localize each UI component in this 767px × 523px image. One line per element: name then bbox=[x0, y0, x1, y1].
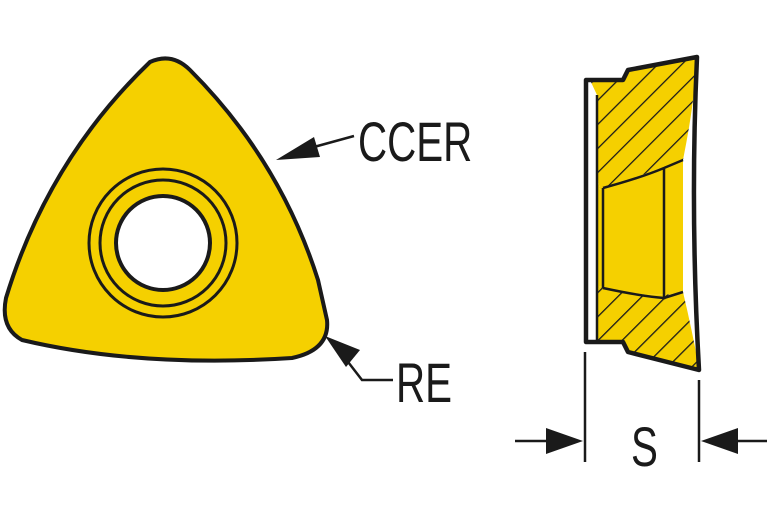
ccer-label: CCER bbox=[358, 112, 472, 174]
insert-top-view bbox=[2, 56, 330, 363]
insert-hole-inner-ring bbox=[98, 178, 228, 308]
insert-side-view bbox=[583, 54, 702, 373]
re-arrowhead bbox=[325, 336, 360, 367]
insert-hole bbox=[114, 194, 212, 292]
ccer-arrowhead bbox=[276, 137, 320, 160]
re-leader bbox=[325, 336, 393, 382]
dimension-s bbox=[515, 352, 767, 462]
re-label: RE bbox=[396, 353, 452, 415]
section-inner-lines bbox=[595, 95, 684, 342]
s-label: S bbox=[631, 417, 658, 479]
dimension-arrow-left bbox=[546, 428, 583, 454]
section-outline bbox=[583, 54, 702, 373]
section-upper-hatch bbox=[590, 57, 697, 190]
section-lower-hatch bbox=[597, 286, 699, 368]
ccer-leader bbox=[276, 134, 355, 160]
section-bore bbox=[597, 160, 683, 295]
dimension-arrow-right bbox=[701, 428, 738, 454]
